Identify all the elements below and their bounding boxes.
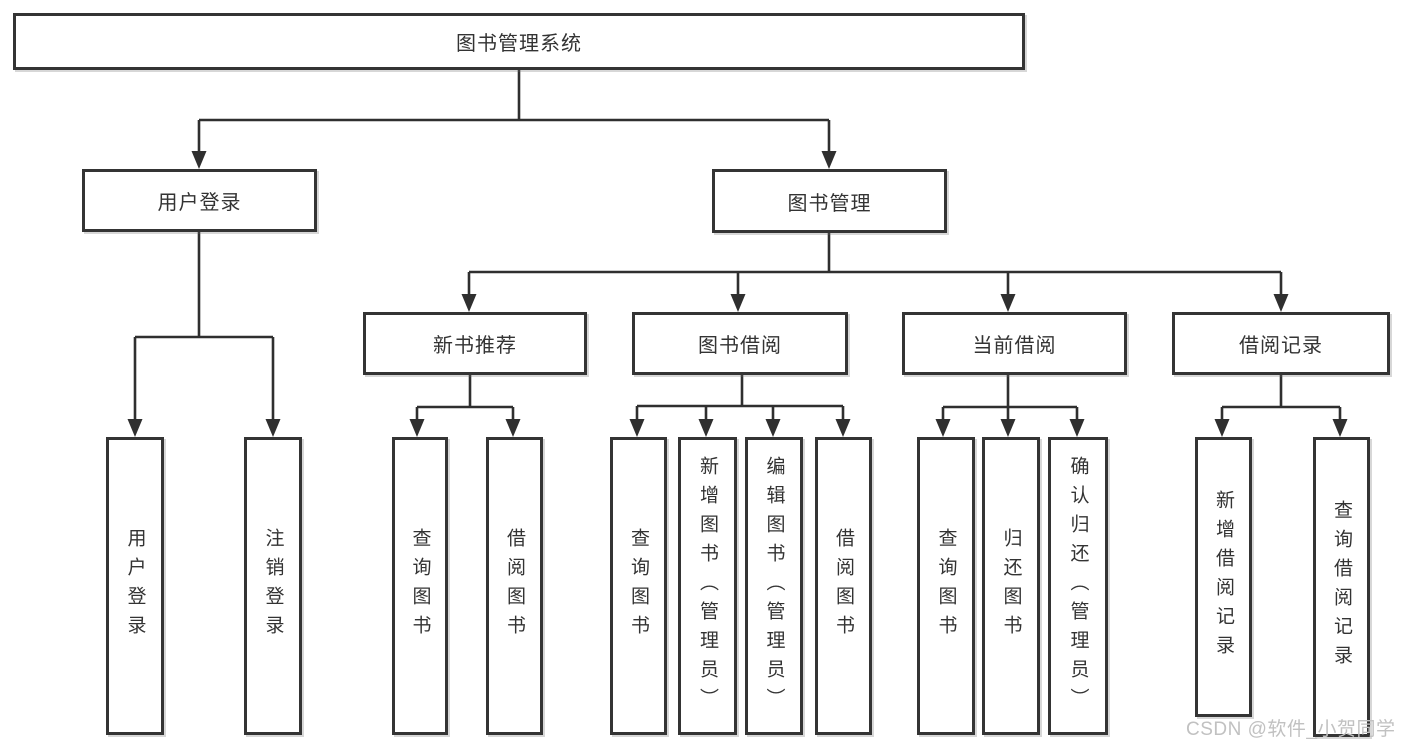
edges-book-borrow [629, 375, 851, 437]
node-user-login-label: 用户登录 [157, 192, 242, 214]
node-book-borrow-label: 图书借阅 [698, 335, 782, 357]
node-borrow-record-label: 借阅记录 [1239, 335, 1323, 357]
leaf-recommend-query-book: 查询图书 [392, 437, 448, 735]
leaf-recommend-query-book-label: 查询图书 [409, 528, 431, 644]
node-current-borrow-label: 当前借阅 [972, 335, 1057, 357]
leaf-borrow-edit-book: 编辑图书（管理员） [745, 437, 803, 735]
leaf-borrow-borrow-book-label: 借阅图书 [833, 528, 854, 644]
node-book-management: 图书管理 [712, 169, 947, 233]
leaf-borrow-add-book-label: 新增图书（管理员） [697, 455, 718, 717]
leaf-current-query-book: 查询图书 [917, 437, 975, 735]
node-root: 图书管理系统 [13, 13, 1025, 70]
leaf-record-query-label: 查询借阅记录 [1331, 500, 1352, 674]
edges-user-login [127, 232, 281, 437]
node-current-borrow: 当前借阅 [902, 312, 1127, 375]
edges-root [191, 70, 837, 169]
leaf-borrow-edit-book-label: 编辑图书（管理员） [763, 455, 785, 717]
edges-new-book-recommend [409, 375, 521, 437]
leaf-current-return-book: 归还图书 [982, 437, 1040, 735]
node-user-login: 用户登录 [82, 169, 317, 232]
leaf-record-add-label: 新增借阅记录 [1213, 490, 1234, 664]
leaf-current-confirm-return-label: 确认归还（管理员） [1067, 455, 1089, 717]
leaf-borrow-borrow-book: 借阅图书 [815, 437, 872, 735]
node-borrow-record: 借阅记录 [1172, 312, 1390, 375]
node-book-borrow: 图书借阅 [632, 312, 848, 375]
node-new-book-recommend-label: 新书推荐 [433, 335, 517, 357]
csdn-watermark: CSDN @软件_小贺同学 [1186, 719, 1396, 740]
leaf-recommend-borrow-book-label: 借阅图书 [504, 528, 525, 644]
leaf-user-login-label: 用户登录 [124, 528, 146, 644]
leaf-current-return-book-label: 归还图书 [1000, 528, 1022, 644]
node-book-management-label: 图书管理 [787, 192, 872, 215]
leaf-current-confirm-return: 确认归还（管理员） [1048, 437, 1108, 735]
node-new-book-recommend: 新书推荐 [363, 312, 587, 375]
edges-book-management [461, 233, 1289, 312]
edges-borrow-record [1214, 375, 1348, 437]
leaf-recommend-borrow-book: 借阅图书 [486, 437, 543, 735]
edges-current-borrow [935, 375, 1085, 437]
leaf-current-query-book-label: 查询图书 [935, 528, 957, 644]
leaf-borrow-add-book: 新增图书（管理员） [678, 437, 737, 735]
leaf-user-login: 用户登录 [106, 437, 164, 735]
leaf-record-query: 查询借阅记录 [1313, 437, 1370, 737]
leaf-borrow-query-book: 查询图书 [610, 437, 667, 735]
leaf-borrow-query-book-label: 查询图书 [628, 528, 649, 644]
leaf-logout-label: 注销登录 [262, 528, 284, 644]
leaf-logout: 注销登录 [244, 437, 302, 735]
node-root-label: 图书管理系统 [456, 33, 582, 55]
leaf-record-add: 新增借阅记录 [1195, 437, 1252, 717]
